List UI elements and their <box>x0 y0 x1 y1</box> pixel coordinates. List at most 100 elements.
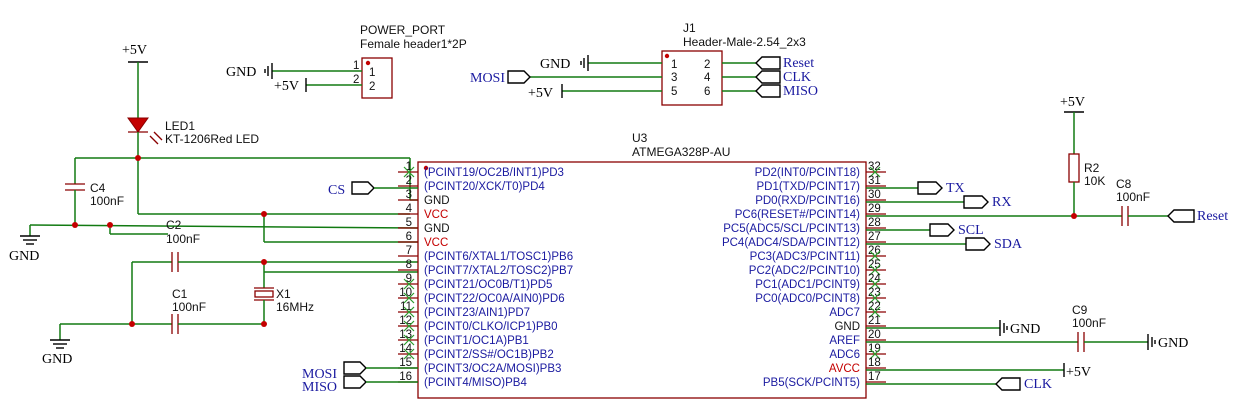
u3-pin-number: 24 <box>868 273 881 285</box>
u3-pin-name: (PCINT20/XCK/T0)PD4 <box>424 181 545 193</box>
pin1-dot <box>423 165 429 171</box>
power-port[interactable]: POWER_PORT Female header1*2P 1 2 1 2 GND… <box>226 23 467 99</box>
j1-pin2: 2 <box>704 59 710 71</box>
r2-supply-label: +5V <box>1060 95 1085 110</box>
u3-pin-name: (PCINT0/CLKO/ICP1)PB0 <box>424 321 558 333</box>
led1-designator: LED1 <box>165 119 195 133</box>
capacitor-c8[interactable]: C8 100nF <box>1116 177 1168 226</box>
u3-pin-8[interactable]: 8(PCINT7/XTAL2/TOSC2)PB7 <box>398 259 573 277</box>
u3-pin-11[interactable]: 11(PCINT23/AIN1)PD7 <box>398 301 530 319</box>
u3-pin-name: ADC6 <box>829 349 860 361</box>
j1-pin4: 4 <box>704 72 711 84</box>
c9-value: 100nF <box>1072 316 1106 330</box>
u3-pin-1[interactable]: 1(PCINT19/OC2B/INT1)PD3 <box>398 161 564 179</box>
j1-miso-label: MISO <box>783 84 818 99</box>
u3-pin-14[interactable]: 14(PCINT2/SS#/OC1B)PB2 <box>398 343 554 361</box>
crystal-x1[interactable]: X1 16MHz <box>254 262 418 324</box>
u3-pin-name: (PCINT1/OC1A)PB1 <box>424 335 529 347</box>
u3-pin-name: (PCINT4/MISO)PB4 <box>424 377 527 389</box>
power-port-pinnum2: 2 <box>353 74 359 86</box>
cs-label: CS <box>328 183 345 198</box>
j1-pin1: 1 <box>671 59 677 71</box>
j1-5v-label: +5V <box>528 86 553 101</box>
u3-mcu[interactable]: U3 ATMEGA328P-AU 1(PCINT19/OC2B/INT1)PD3… <box>398 131 886 399</box>
u3-pin-number: 15 <box>399 357 412 369</box>
sda-label: SDA <box>994 237 1023 252</box>
r2-designator: R2 <box>1084 161 1100 175</box>
u3-pin-number: 8 <box>406 259 412 271</box>
u3-pin-number: 30 <box>868 189 881 201</box>
j1-pin3: 3 <box>671 72 677 84</box>
u3-pin-number: 31 <box>868 175 881 187</box>
power-port-5v-label: +5V <box>274 79 299 94</box>
gnd-label-1: GND <box>9 249 39 264</box>
c1-designator: C1 <box>172 287 188 301</box>
capacitor-c4[interactable]: C4 100nF <box>65 158 124 225</box>
c8-value: 100nF <box>1116 190 1150 204</box>
c9-designator: C9 <box>1072 303 1088 317</box>
u3-value: ATMEGA328P-AU <box>632 145 730 159</box>
u3-pin-name: PC1(ADC1/PCINT9) <box>755 279 860 291</box>
u3-pin-name: (PCINT3/OC2A/MOSI)PB3 <box>424 363 561 375</box>
led1[interactable]: +5V LED1 KT-1206Red LED <box>122 43 259 214</box>
u3-pin-number: 16 <box>399 371 412 383</box>
u3-pin-7[interactable]: 7(PCINT6/XTAL1/TOSC1)PB6 <box>398 245 573 263</box>
u3-pin-10[interactable]: 10(PCINT22/OC0A/AIN0)PD6 <box>398 287 565 305</box>
tx-label: TX <box>946 181 965 196</box>
u3-pin-13[interactable]: 13 (PCINT1/OC1A)PB1 <box>398 329 529 347</box>
u3-pin-number: 17 <box>868 371 881 383</box>
gnd-label-4: GND <box>1158 336 1188 351</box>
u3-pin-number: 28 <box>868 217 881 229</box>
x1-value: 16MHz <box>276 300 314 314</box>
u3-pin-12[interactable]: 12 (PCINT0/CLKO/ICP1)PB0 <box>398 315 558 333</box>
gnd-left: GND <box>9 224 419 264</box>
header-j1[interactable]: J1 Header-Male-2.54_2x3 1 3 5 2 4 6 GND … <box>470 21 818 106</box>
u3-designator: U3 <box>632 131 648 145</box>
capacitor-c1[interactable]: C1 100nF <box>60 252 418 334</box>
power-port-pin2: 2 <box>369 81 375 93</box>
u3-pin-number: 18 <box>868 357 881 369</box>
u3-pin-name: GND <box>424 195 450 207</box>
capacitor-c9[interactable]: C9 100nF <box>866 303 1148 352</box>
rx-label: RX <box>992 195 1011 210</box>
u3-pin-2[interactable]: 2(PCINT20/XCK/T0)PD4 <box>398 175 545 193</box>
u3-pin-number: 13 <box>399 329 412 341</box>
u3-pin-name: (PCINT6/XTAL1/TOSC1)PB6 <box>424 251 573 263</box>
u3-pin-number: 29 <box>868 203 881 215</box>
resistor-r2[interactable]: +5V R2 10K <box>1060 95 1105 216</box>
u3-pin-number: 3 <box>406 189 412 201</box>
power-port-value: Female header1*2P <box>360 37 467 51</box>
u3-pin-number: 4 <box>406 203 413 215</box>
u3-pin-number: 12 <box>399 315 412 327</box>
u3-pin-number: 6 <box>406 231 412 243</box>
capacitor-c2[interactable]: C2 100nF <box>109 218 200 246</box>
u3-pin-9[interactable]: 9(PCINT21/OC0B/T1)PD5 <box>398 273 552 291</box>
u3-pin-number: 20 <box>868 329 881 341</box>
miso-label: MISO <box>302 380 337 395</box>
j1-designator: J1 <box>683 21 696 35</box>
power-port-gnd-label: GND <box>226 65 256 80</box>
led1-supply-label: +5V <box>122 43 147 58</box>
u3-pin-number: 5 <box>406 217 412 229</box>
pin1-dot <box>365 60 371 66</box>
